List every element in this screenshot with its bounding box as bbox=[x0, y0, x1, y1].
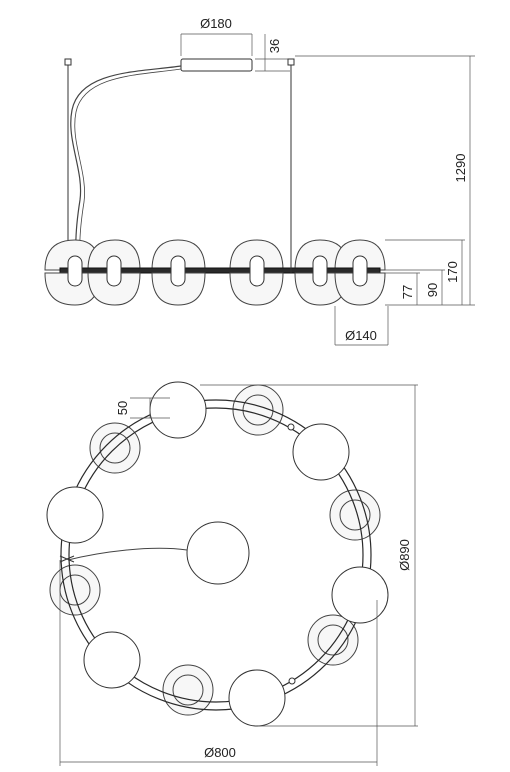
cable-anchor-left bbox=[64, 58, 72, 66]
fixing-hole-lower bbox=[288, 677, 296, 685]
power-cord-inner bbox=[74, 68, 182, 269]
top-view: 50 Ø890 Ø800 bbox=[46, 381, 418, 766]
power-cord bbox=[70, 65, 182, 269]
fixture-ring-outer bbox=[60, 399, 372, 711]
suspension-height-label: 1290 bbox=[453, 154, 468, 183]
ring-diameter-label: Ø800 bbox=[204, 745, 236, 760]
glass-width-label: 50 bbox=[115, 401, 130, 415]
canopy bbox=[180, 58, 253, 72]
cable-anchor-right bbox=[287, 58, 295, 66]
power-cord-top-view bbox=[67, 547, 188, 561]
glass-diameter-dimension: Ø140 bbox=[334, 306, 389, 346]
canopy-height-label: 36 bbox=[267, 39, 282, 53]
canopy-diameter-dimension: Ø180 bbox=[180, 16, 253, 56]
fixture-height-label: 170 bbox=[445, 261, 460, 283]
lamp-holders bbox=[67, 255, 368, 287]
fixture-bar bbox=[59, 267, 381, 274]
fixture-ring-inner bbox=[68, 407, 364, 703]
cord-clip bbox=[59, 555, 75, 563]
upper-globes-top-view bbox=[46, 381, 389, 727]
canopy-top-view bbox=[186, 521, 250, 585]
canopy-height-dimension: 36 bbox=[255, 34, 290, 72]
outer-diameter-dimension: Ø890 bbox=[200, 384, 418, 727]
glass-shades-lower bbox=[44, 272, 386, 306]
glass-height-label: 90 bbox=[425, 283, 440, 297]
suspension-height-dimension: 1290 bbox=[295, 55, 475, 305]
fixture-height-dimensions: 170 90 77 bbox=[385, 239, 475, 306]
outer-diameter-label: Ø890 bbox=[397, 539, 412, 571]
side-view: Ø180 36 1290 bbox=[44, 16, 475, 346]
ring-diameter-dimension: Ø800 bbox=[59, 560, 378, 766]
glass-width-dimension: 50 bbox=[115, 397, 170, 419]
fixing-hole-upper bbox=[287, 423, 295, 431]
canopy-diameter-label: Ø180 bbox=[200, 16, 232, 31]
glass-diameter-label: Ø140 bbox=[345, 328, 377, 343]
bar-offset-label: 77 bbox=[400, 285, 415, 299]
glass-shades-upper bbox=[44, 239, 386, 271]
